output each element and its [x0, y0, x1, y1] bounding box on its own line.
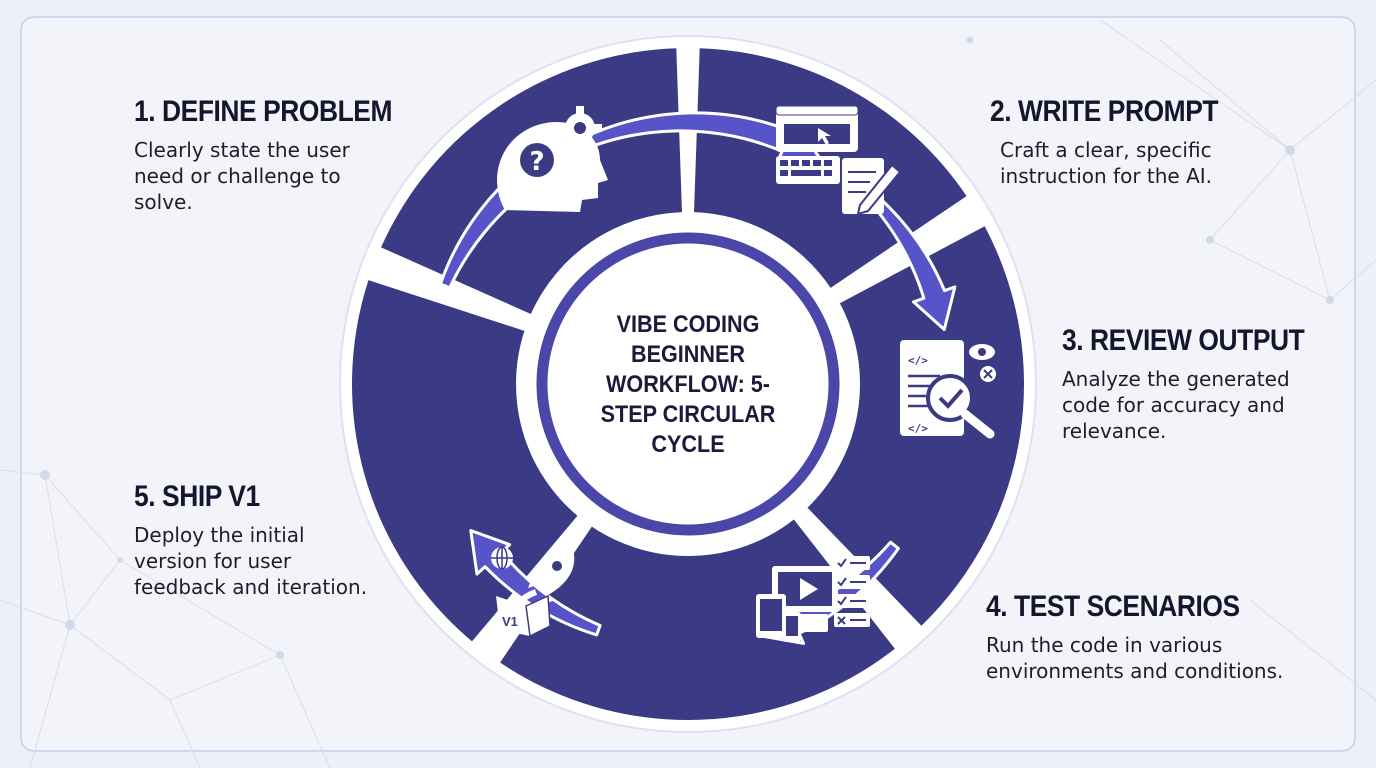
svg-text:?: ?: [529, 147, 544, 177]
step-title: 3. REVIEW OUTPUT: [1062, 324, 1305, 357]
step-description: Analyze the generated code for accuracy …: [1062, 367, 1290, 443]
svg-text:</>: </>: [908, 422, 928, 435]
step-define-problem: 1. DEFINE PROBLEM Clearly state the user…: [134, 95, 434, 215]
step-title: 1. DEFINE PROBLEM: [134, 95, 393, 128]
inner-purple-ring: [536, 232, 840, 536]
arrow-to-review-output: [871, 197, 957, 332]
devices-checklist-icon: [756, 556, 870, 642]
step-description: Run the code in various environments and…: [986, 633, 1284, 683]
center-title: VIBE CODING BEGINNER WORKFLOW: 5-STEP CI…: [600, 311, 776, 458]
code-magnifier-check-icon: </> </>: [900, 340, 996, 439]
rocket-box-icon: V1: [491, 545, 575, 638]
segment-left: [352, 280, 578, 642]
svg-text:</>: </>: [908, 354, 928, 367]
step-description: Craft a clear, specific instruction for …: [1000, 138, 1213, 188]
step-ship-v1: 5. SHIP V1 Deploy the initial version fo…: [134, 480, 434, 600]
step-write-prompt: 2. WRITE PROMPT Craft a clear, specific …: [990, 95, 1320, 189]
step-review-output: 3. REVIEW OUTPUT Analyze the generated c…: [1062, 324, 1362, 444]
center-disc: [548, 244, 828, 524]
step-title: 5. SHIP V1: [134, 480, 260, 513]
step-description: Deploy the initial version for user feed…: [134, 523, 368, 599]
step-test-scenarios: 4. TEST SCENARIOS Run the code in variou…: [986, 590, 1356, 684]
head-question-gears-icon: ?: [497, 106, 608, 212]
step-title: 2. WRITE PROMPT: [990, 95, 1219, 128]
step-title: 4. TEST SCENARIOS: [986, 590, 1240, 623]
step-description: Clearly state the user need or challenge…: [134, 138, 350, 214]
outer-ring-shadow: [339, 35, 1037, 733]
box-label: V1: [502, 614, 518, 629]
browser-keyboard-notepad-icon: [775, 105, 902, 216]
